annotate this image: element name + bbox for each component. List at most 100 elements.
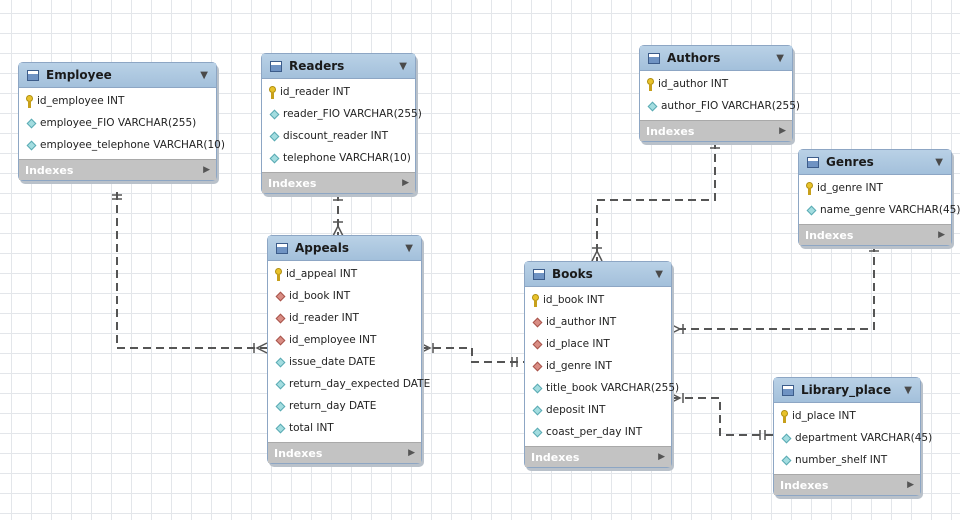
one-mark-readers xyxy=(333,195,343,201)
column-list: id_appeal INT id_book INT id_reader INT … xyxy=(268,261,430,442)
column-row[interactable]: telephone VARCHAR(10) xyxy=(262,147,415,169)
key-icon xyxy=(268,85,277,99)
indexes-label: Indexes xyxy=(268,176,317,190)
column-row[interactable]: id_employee INT xyxy=(19,90,216,112)
indexes-label: Indexes xyxy=(274,446,323,460)
column-text: employee_telephone VARCHAR(10) xyxy=(40,139,225,151)
column-text: id_reader INT xyxy=(289,312,359,324)
expand-arrow-icon[interactable]: ▶ xyxy=(402,178,409,188)
table-header[interactable]: Books ▼ xyxy=(525,262,671,287)
readers-table[interactable]: Readers ▼ id_reader INT reader_FIO VARCH… xyxy=(261,53,422,194)
fk-diamond-icon xyxy=(532,339,543,349)
dropdown-triangle-icon[interactable]: ▼ xyxy=(399,60,407,72)
employee-table[interactable]: Employee ▼ id_employee INT employee_FIO … xyxy=(18,62,225,181)
column-row[interactable]: id_author INT xyxy=(640,73,792,95)
column-row[interactable]: id_author INT xyxy=(525,311,671,333)
indexes-section[interactable]: Indexes ▶ xyxy=(525,446,671,467)
expand-arrow-icon[interactable]: ▶ xyxy=(779,126,786,136)
table-header[interactable]: Employee ▼ xyxy=(19,63,216,88)
indexes-section[interactable]: Indexes ▶ xyxy=(19,159,216,180)
rel-library-books xyxy=(670,397,773,436)
genres-table[interactable]: Genres ▼ id_genre INT name_genre VARCHAR… xyxy=(798,149,960,246)
table-header[interactable]: Readers ▼ xyxy=(262,54,415,79)
table-icon xyxy=(782,384,794,396)
column-row[interactable]: id_book INT xyxy=(268,285,421,307)
expand-arrow-icon[interactable]: ▶ xyxy=(658,452,665,462)
column-row[interactable]: id_appeal INT xyxy=(268,263,421,285)
dropdown-triangle-icon[interactable]: ▼ xyxy=(935,156,943,168)
column-row[interactable]: id_employee INT xyxy=(268,329,421,351)
column-text: return_day DATE xyxy=(289,400,377,412)
expand-arrow-icon[interactable]: ▶ xyxy=(907,480,914,490)
column-text: telephone VARCHAR(10) xyxy=(283,152,411,164)
column-row[interactable]: reader_FIO VARCHAR(255) xyxy=(262,103,422,125)
authors-table[interactable]: Authors ▼ id_author INT author_FIO VARCH… xyxy=(639,45,800,142)
one-mark-authors xyxy=(710,143,720,149)
column-row[interactable]: title_book VARCHAR(255) xyxy=(525,377,679,399)
many-mark-books-library xyxy=(669,392,684,404)
indexes-label: Indexes xyxy=(531,450,580,464)
attribute-diamond-icon xyxy=(269,109,280,119)
column-row[interactable]: return_day DATE xyxy=(268,395,421,417)
dropdown-triangle-icon[interactable]: ▼ xyxy=(405,242,413,254)
table-icon xyxy=(807,156,819,168)
column-list: id_employee INT employee_FIO VARCHAR(255… xyxy=(19,88,225,159)
column-row[interactable]: id_book INT xyxy=(525,289,671,311)
column-row[interactable]: id_reader INT xyxy=(262,81,415,103)
column-row[interactable]: discount_reader INT xyxy=(262,125,415,147)
key-icon xyxy=(531,293,540,307)
dropdown-triangle-icon[interactable]: ▼ xyxy=(655,268,663,280)
column-text: id_place INT xyxy=(792,410,856,422)
column-row[interactable]: id_genre INT xyxy=(799,177,951,199)
attribute-diamond-icon xyxy=(26,140,37,150)
key-icon xyxy=(646,77,655,91)
indexes-section[interactable]: Indexes ▶ xyxy=(262,172,415,193)
column-row[interactable]: total INT xyxy=(268,417,421,439)
indexes-section[interactable]: Indexes ▶ xyxy=(799,224,951,245)
column-row[interactable]: return_day_expected DATE xyxy=(268,373,430,395)
column-row[interactable]: id_place INT xyxy=(774,405,920,427)
attribute-diamond-icon xyxy=(532,405,543,415)
table-icon xyxy=(276,242,288,254)
one-mark-library xyxy=(759,430,766,440)
rel-genres-books xyxy=(670,244,875,330)
table-icon xyxy=(533,268,545,280)
column-text: id_employee INT xyxy=(289,334,377,346)
indexes-section[interactable]: Indexes ▶ xyxy=(640,120,792,141)
key-icon xyxy=(274,267,283,281)
column-text: name_genre VARCHAR(45) xyxy=(820,204,960,216)
column-row[interactable]: department VARCHAR(45) xyxy=(774,427,932,449)
column-row[interactable]: id_reader INT xyxy=(268,307,421,329)
expand-arrow-icon[interactable]: ▶ xyxy=(938,230,945,240)
column-row[interactable]: number_shelf INT xyxy=(774,449,920,471)
column-row[interactable]: id_genre INT xyxy=(525,355,671,377)
column-row[interactable]: employee_telephone VARCHAR(10) xyxy=(19,134,225,156)
column-row[interactable]: deposit INT xyxy=(525,399,671,421)
dropdown-triangle-icon[interactable]: ▼ xyxy=(200,69,208,81)
one-mark-genres xyxy=(869,246,879,252)
table-header[interactable]: Genres ▼ xyxy=(799,150,951,175)
column-text: id_reader INT xyxy=(280,86,350,98)
dropdown-triangle-icon[interactable]: ▼ xyxy=(776,52,784,64)
table-header[interactable]: Appeals ▼ xyxy=(268,236,421,261)
column-text: department VARCHAR(45) xyxy=(795,432,933,444)
column-row[interactable]: name_genre VARCHAR(45) xyxy=(799,199,960,221)
expand-arrow-icon[interactable]: ▶ xyxy=(203,165,210,175)
table-header[interactable]: Library_place ▼ xyxy=(774,378,920,403)
attribute-diamond-icon xyxy=(269,131,280,141)
column-row[interactable]: id_place INT xyxy=(525,333,671,355)
column-row[interactable]: issue_date DATE xyxy=(268,351,421,373)
table-header[interactable]: Authors ▼ xyxy=(640,46,792,71)
column-text: employee_FIO VARCHAR(255) xyxy=(40,117,197,129)
indexes-section[interactable]: Indexes ▶ xyxy=(774,474,920,495)
library-place-table[interactable]: Library_place ▼ id_place INT department … xyxy=(773,377,932,496)
indexes-section[interactable]: Indexes ▶ xyxy=(268,442,421,463)
column-row[interactable]: employee_FIO VARCHAR(255) xyxy=(19,112,216,134)
column-row[interactable]: coast_per_day INT xyxy=(525,421,671,443)
table-name: Books xyxy=(552,267,593,281)
expand-arrow-icon[interactable]: ▶ xyxy=(408,448,415,458)
appeals-table[interactable]: Appeals ▼ id_appeal INT id_book INT id_r… xyxy=(267,235,430,464)
column-row[interactable]: author_FIO VARCHAR(255) xyxy=(640,95,800,117)
books-table[interactable]: Books ▼ id_book INT id_author INT id_pla… xyxy=(524,261,679,468)
dropdown-triangle-icon[interactable]: ▼ xyxy=(904,384,912,396)
